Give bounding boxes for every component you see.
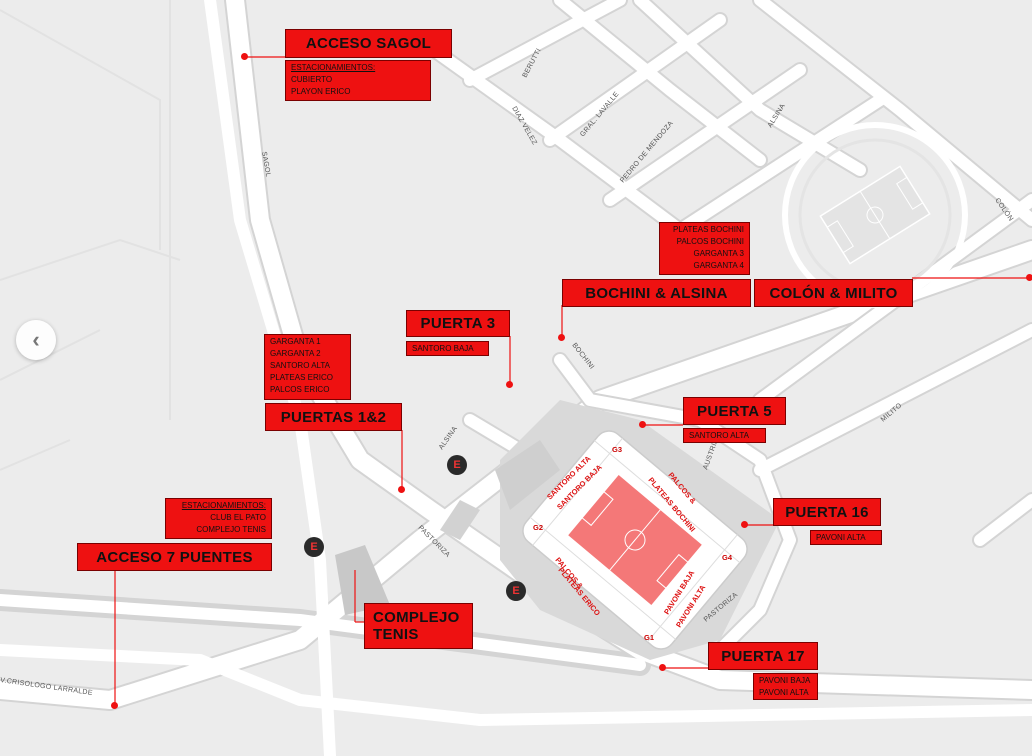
parking-icon: E xyxy=(304,537,324,557)
acceso-sagol-line: CUBIERTO xyxy=(291,75,333,84)
puerta3-title: PUERTA 3 xyxy=(406,310,510,337)
gate-g1: G1 xyxy=(644,633,654,642)
bochini-alsina-marker xyxy=(558,334,565,341)
carousel-prev-button[interactable]: ‹ xyxy=(16,320,56,360)
street-sagol: SAGOL xyxy=(260,151,271,177)
bochini-alsina-info: PLATEAS BOCHINI PALCOS BOCHINI GARGANTA … xyxy=(659,222,750,275)
puerta3-line: SANTORO BAJA xyxy=(412,344,474,353)
puerta5-marker xyxy=(639,421,646,428)
acceso7-marker xyxy=(111,702,118,709)
bochini-alsina-line: PLATEAS BOCHINI xyxy=(673,225,744,234)
acceso-sagol-info: ESTACIONAMIENTOS: CUBIERTO PLAYON ERICO xyxy=(285,60,431,101)
parking-icon: E xyxy=(506,581,526,601)
puertas12-title: PUERTAS 1&2 xyxy=(265,403,402,431)
puerta17-title: PUERTA 17 xyxy=(708,642,818,670)
puertas12-info: GARGANTA 1 GARGANTA 2 SANTORO ALTA PLATE… xyxy=(264,334,351,400)
puertas12-line: SANTORO ALTA xyxy=(270,361,331,370)
bochini-alsina-line: PALCOS BOCHINI xyxy=(676,237,744,246)
puerta17-line: PAVONI BAJA xyxy=(759,676,811,685)
sagol-access-marker xyxy=(241,53,248,60)
puertas12-marker xyxy=(398,486,405,493)
acceso7-title: ACCESO 7 PUENTES xyxy=(77,543,272,571)
puerta16-marker xyxy=(741,521,748,528)
puertas12-line: GARGANTA 1 xyxy=(270,337,321,346)
puertas12-line: PALCOS ERICO xyxy=(270,385,330,394)
acceso-sagol-title: ACCESO SAGOL xyxy=(285,29,452,58)
complejo-tenis-title: COMPLEJO TENIS xyxy=(364,603,473,649)
puerta17-line: PAVONI ALTA xyxy=(759,688,809,697)
puertas12-line: GARGANTA 2 xyxy=(270,349,321,358)
acceso7-line: COMPLEJO TENIS xyxy=(196,525,266,534)
puerta5-line: SANTORO ALTA xyxy=(689,431,750,440)
puerta5-info: SANTORO ALTA xyxy=(683,428,766,443)
bochini-alsina-line: GARGANTA 3 xyxy=(693,249,744,258)
puerta17-info: PAVONI BAJA PAVONI ALTA xyxy=(753,673,818,700)
street-alsina-west: ALSINA xyxy=(438,425,459,451)
gate-g3: G3 xyxy=(612,445,622,454)
chevron-left-icon: ‹ xyxy=(32,327,40,352)
bochini-alsina-title: BOCHINI & ALSINA xyxy=(562,279,751,307)
colon-milito-title: COLÓN & MILITO xyxy=(754,279,913,307)
puerta5-title: PUERTA 5 xyxy=(683,397,786,425)
puerta16-title: PUERTA 16 xyxy=(773,498,881,526)
bochini-alsina-line: GARGANTA 4 xyxy=(693,261,744,270)
acceso7-line: ESTACIONAMIENTOS: xyxy=(181,501,266,510)
acceso-sagol-line: ESTACIONAMIENTOS: xyxy=(291,63,376,72)
complejo-tenis-line: COMPLEJO xyxy=(373,609,460,626)
puertas12-line: PLATEAS ERICO xyxy=(270,373,333,382)
acceso-sagol-line: PLAYON ERICO xyxy=(291,87,351,96)
gate-g2: G2 xyxy=(533,523,543,532)
complejo-tenis-line: TENIS xyxy=(373,626,419,643)
gate-g4: G4 xyxy=(722,553,733,562)
puerta3-info: SANTORO BAJA xyxy=(406,341,489,356)
colon-milito-marker xyxy=(1026,274,1032,281)
acceso7-info: ESTACIONAMIENTOS: CLUB EL PATO COMPLEJO … xyxy=(165,498,272,539)
parking-icon: E xyxy=(447,455,467,475)
puerta17-marker xyxy=(659,664,666,671)
puerta3-marker xyxy=(506,381,513,388)
puerta16-line: PAVONI ALTA xyxy=(816,533,866,542)
acceso7-line: CLUB EL PATO xyxy=(210,513,266,522)
puerta16-info: PAVONI ALTA xyxy=(810,530,882,545)
